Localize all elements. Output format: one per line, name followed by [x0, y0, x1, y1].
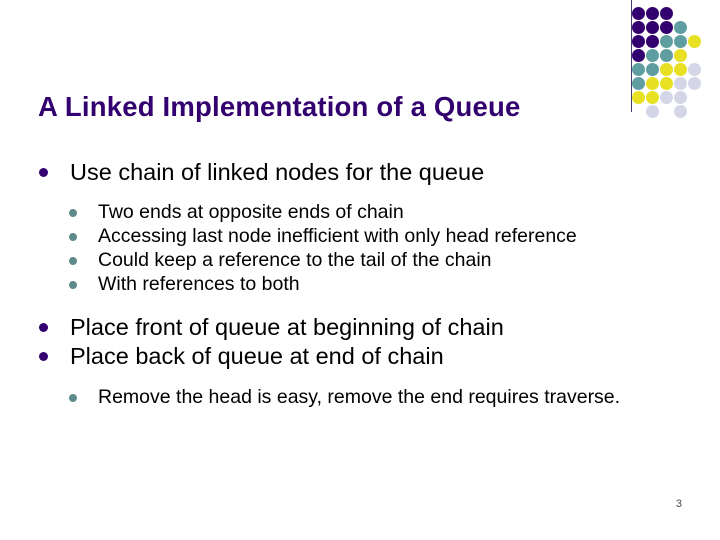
bullet-item-level2: Accessing last node inefficient with onl… — [0, 225, 720, 249]
deco-dot — [688, 35, 701, 48]
bullet-text: Two ends at opposite ends of chain — [98, 201, 404, 224]
bullet-disc-icon — [38, 313, 70, 341]
bullet-disc-icon — [68, 201, 98, 225]
deco-dot — [646, 35, 659, 48]
bullet-disc-icon — [68, 273, 98, 297]
deco-dot — [674, 21, 687, 34]
deco-dot — [674, 77, 687, 90]
title-vertical-rule — [631, 0, 632, 112]
bullet-disc-glyph — [69, 393, 77, 402]
deco-dot — [660, 91, 673, 104]
bullet-item-level1: Place back of queue at end of chain — [0, 342, 720, 370]
deco-dot — [632, 35, 645, 48]
spacer — [0, 187, 720, 201]
deco-dot — [632, 91, 645, 104]
bullet-text: Place back of queue at end of chain — [70, 343, 444, 370]
bullet-text: With references to both — [98, 273, 300, 296]
deco-dot — [660, 35, 673, 48]
deco-dot — [660, 77, 673, 90]
bullet-disc-icon — [38, 158, 70, 186]
bullet-disc-glyph — [69, 209, 77, 218]
bullet-item-level1: Use chain of linked nodes for the queue — [0, 158, 720, 186]
bullet-item-level1: Place front of queue at beginning of cha… — [0, 313, 720, 341]
deco-dot — [646, 63, 659, 76]
bullet-item-level2: With references to both — [0, 273, 720, 297]
bullet-item-level2: Could keep a reference to the tail of th… — [0, 249, 720, 273]
bullet-text: Accessing last node inefficient with onl… — [98, 225, 577, 248]
bullet-disc-glyph — [69, 233, 77, 242]
deco-dot — [660, 49, 673, 62]
bullet-text: Remove the head is easy, remove the end … — [98, 385, 621, 408]
deco-dot — [646, 77, 659, 90]
deco-dot — [674, 105, 687, 118]
page-number: 3 — [675, 498, 682, 510]
spacer — [0, 297, 720, 313]
deco-dot — [646, 7, 659, 20]
deco-dot — [632, 77, 645, 90]
deco-dot — [632, 7, 645, 20]
bullet-disc-glyph — [39, 351, 48, 361]
deco-dot — [660, 63, 673, 76]
bullet-item-level2: Remove the head is easy, remove the end … — [0, 386, 720, 410]
bullet-item-level2: Two ends at opposite ends of chain — [0, 201, 720, 225]
deco-dot — [646, 105, 659, 118]
deco-dot — [632, 49, 645, 62]
dot-grid-decoration — [632, 0, 720, 118]
deco-dot — [632, 63, 645, 76]
bullet-disc-icon — [68, 386, 98, 410]
deco-dot — [646, 21, 659, 34]
deco-dot — [632, 21, 645, 34]
deco-dot — [660, 21, 673, 34]
bullet-disc-icon — [68, 225, 98, 249]
deco-dot — [674, 63, 687, 76]
bullet-text: Place front of queue at beginning of cha… — [70, 314, 504, 341]
bullet-disc-icon — [38, 342, 70, 370]
bullet-disc-glyph — [69, 257, 77, 266]
bullet-disc-glyph — [69, 281, 77, 290]
bullet-disc-glyph — [39, 167, 48, 177]
bullet-disc-glyph — [39, 322, 48, 332]
deco-dot — [660, 7, 673, 20]
deco-dot — [688, 77, 701, 90]
bullet-text: Could keep a reference to the tail of th… — [98, 249, 492, 272]
deco-dot — [674, 49, 687, 62]
deco-dot — [646, 49, 659, 62]
deco-dot — [674, 91, 687, 104]
bullet-text: Use chain of linked nodes for the queue — [70, 159, 485, 185]
deco-dot — [674, 35, 687, 48]
page-title: A Linked Implementation of a Queue — [38, 91, 521, 122]
deco-dot — [688, 63, 701, 76]
deco-dot — [646, 91, 659, 104]
spacer — [0, 372, 720, 386]
bullet-disc-icon — [68, 249, 98, 273]
